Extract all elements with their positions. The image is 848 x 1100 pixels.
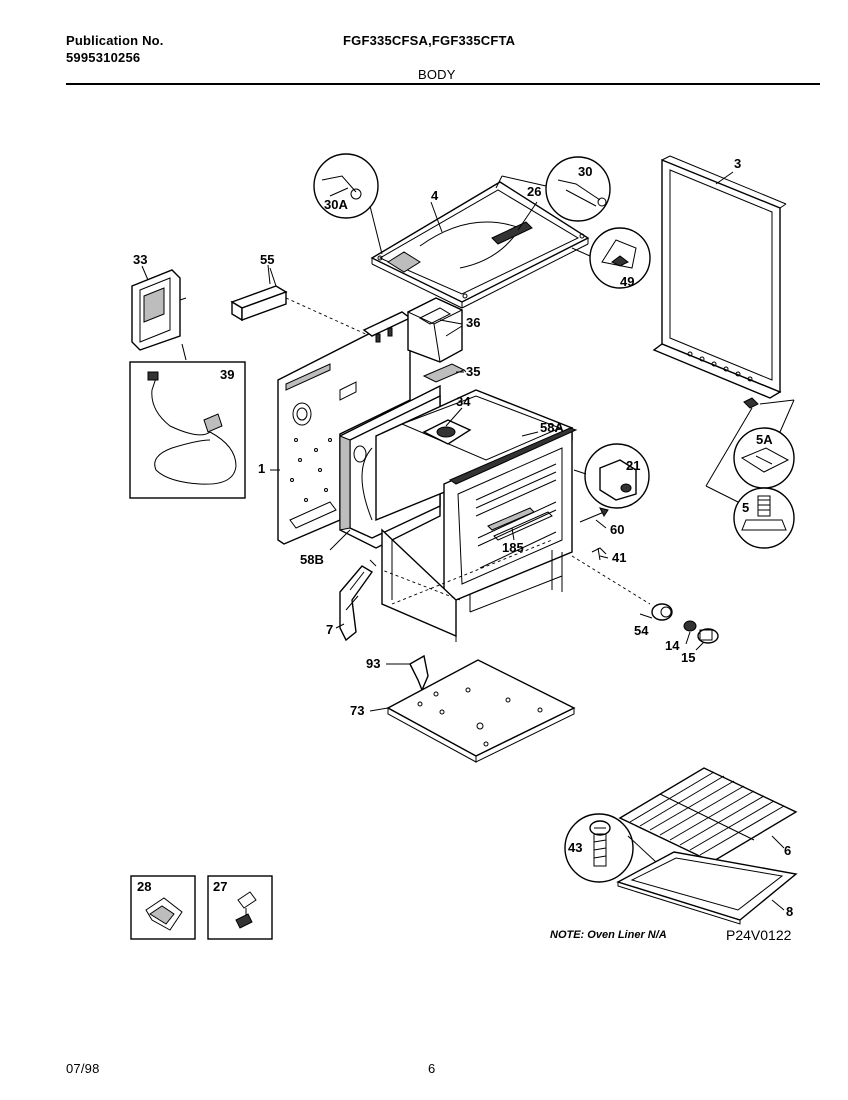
label-part-43: 43 — [568, 840, 582, 855]
oven-rack-part — [618, 767, 798, 863]
clip-box-28 — [130, 875, 196, 940]
oven-body-part — [339, 384, 578, 642]
leader-lines — [141, 171, 785, 911]
callout-screw-43 — [564, 813, 657, 883]
label-part-3: 3 — [734, 156, 741, 171]
power-cord-box — [129, 361, 246, 499]
label-part-55: 55 — [260, 252, 274, 267]
side-panel-part — [652, 155, 787, 399]
label-part-49: 49 — [620, 274, 634, 289]
label-part-27: 27 — [213, 879, 227, 894]
callout-light-socket-21 — [573, 443, 650, 509]
label-part-39: 39 — [220, 367, 234, 382]
label-part-36: 36 — [466, 315, 480, 330]
header-rule — [66, 83, 820, 85]
label-part-30a: 30A — [324, 197, 348, 212]
oven-liner-note: NOTE: Oven Liner N/A — [550, 929, 667, 941]
label-part-41: 41 — [612, 550, 626, 565]
label-part-26: 26 — [527, 184, 541, 199]
door-hinge-part — [339, 559, 377, 642]
label-part-6: 6 — [784, 843, 791, 858]
label-part-34: 34 — [456, 394, 471, 409]
terminal-block-part — [131, 269, 187, 361]
label-part-60: 60 — [610, 522, 624, 537]
back-panel-part — [270, 311, 412, 545]
footer-page-number: 6 — [428, 1061, 436, 1076]
callout-leveler-5a — [705, 397, 795, 505]
vent-trim-part — [422, 363, 467, 383]
clip-box-27 — [207, 875, 273, 940]
label-part-58a: 58A — [540, 420, 564, 435]
label-part-28: 28 — [137, 879, 151, 894]
callout-bracket-30 — [495, 156, 611, 222]
label-part-4: 4 — [431, 188, 439, 203]
label-part-93: 93 — [366, 656, 380, 671]
drawing-code: P24V0122 — [726, 927, 792, 943]
callout-leveler-5 — [733, 487, 795, 549]
model-numbers: FGF335CFSA,FGF335CFTA — [343, 33, 516, 48]
label-part-73: 73 — [350, 703, 364, 718]
label-part-5: 5 — [742, 500, 749, 515]
top-panel-part — [370, 181, 590, 309]
small-hardware-parts — [571, 507, 719, 644]
label-part-7: 7 — [326, 622, 333, 637]
label-part-35: 35 — [466, 364, 480, 379]
label-part-1: 1 — [258, 461, 265, 476]
section-title: BODY — [418, 67, 456, 82]
part-labels: 3 4 30 26 30A 49 33 55 36 39 35 34 58A 5… — [133, 156, 793, 919]
label-part-5a: 5A — [756, 432, 773, 447]
publication-label: Publication No. — [66, 33, 164, 48]
label-part-33: 33 — [133, 252, 147, 267]
broiler-pan-part — [616, 851, 798, 925]
footer-date: 07/98 — [66, 1061, 100, 1076]
publication-number: 5995310256 — [66, 50, 141, 65]
label-part-58b: 58B — [300, 552, 324, 567]
callout-bracket-30a — [313, 153, 383, 255]
callout-clip-49 — [571, 227, 651, 289]
label-part-185: 185 — [502, 540, 524, 555]
label-part-14: 14 — [665, 638, 680, 653]
label-part-54: 54 — [634, 623, 649, 638]
label-part-15: 15 — [681, 650, 695, 665]
label-part-21: 21 — [626, 458, 640, 473]
label-part-8: 8 — [786, 904, 793, 919]
label-part-30: 30 — [578, 164, 592, 179]
insulation-block-part — [230, 267, 371, 337]
bottom-panel-part — [386, 654, 576, 763]
vent-duct-part — [406, 297, 464, 363]
